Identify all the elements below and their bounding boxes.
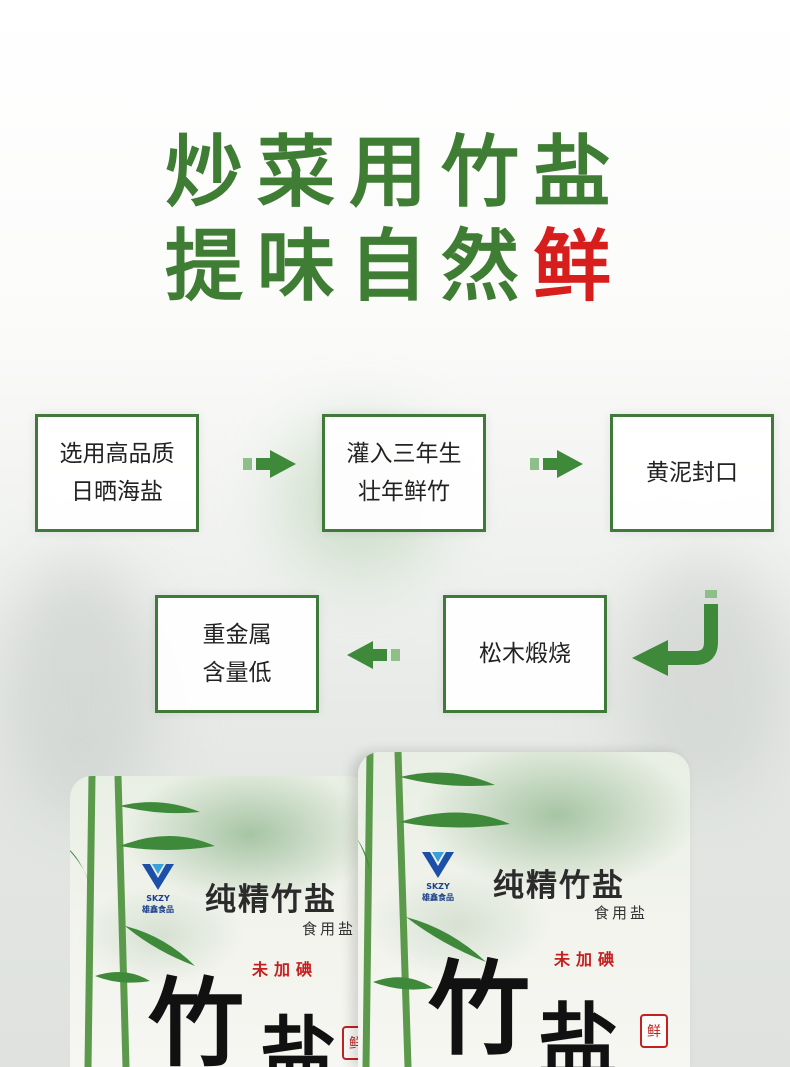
arrow-right-icon bbox=[530, 450, 583, 478]
product-subtitle: 食用盐 bbox=[302, 920, 357, 938]
step-box-1: 选用高品质日晒海盐 bbox=[35, 414, 199, 532]
seal-stamp: 鲜 bbox=[640, 1014, 668, 1048]
arrow-turn-down-left-icon bbox=[632, 590, 718, 676]
no-iodine-label: 未加碘 bbox=[554, 950, 621, 969]
product-package-image: SKZY 雄鑫食品 纯精竹盐 食用盐 未加碘 竹 盐 鲜 bbox=[70, 776, 370, 1067]
step-text: 选用高品质 bbox=[59, 441, 175, 467]
step-text: 灌入三年生 bbox=[346, 441, 462, 467]
arrow-left-icon bbox=[347, 641, 400, 669]
headline-accent: 鲜 bbox=[533, 221, 626, 312]
brand-logo-icon bbox=[422, 852, 454, 878]
step-box-2: 灌入三年生壮年鲜竹 bbox=[322, 414, 486, 532]
bamboo-illustration bbox=[70, 776, 215, 1067]
big-calligraphy: 竹 bbox=[148, 967, 244, 1067]
headline-line-2: 提味自然鲜 bbox=[0, 222, 790, 312]
brand-name: 雄鑫食品 bbox=[142, 905, 174, 914]
brand-letters: SKZY bbox=[146, 894, 170, 903]
step-text: 日晒海盐 bbox=[71, 479, 163, 505]
step-text: 松木煅烧 bbox=[479, 641, 571, 667]
no-iodine-label: 未加碘 bbox=[252, 960, 319, 979]
big-calligraphy: 竹 bbox=[428, 950, 530, 1067]
product-subtitle: 食用盐 bbox=[594, 904, 649, 922]
brand-logo-icon bbox=[142, 864, 174, 890]
step-box-4: 松木煅烧 bbox=[443, 595, 607, 713]
headline-main: 提味自然 bbox=[164, 221, 533, 312]
headline-line-1: 炒菜用竹盐 bbox=[164, 127, 625, 218]
brand-letters: SKZY bbox=[426, 882, 450, 891]
step-text: 壮年鲜竹 bbox=[358, 479, 450, 505]
step-text: 含量低 bbox=[202, 660, 272, 686]
product-name: 纯精竹盐 bbox=[493, 868, 625, 904]
bamboo-illustration bbox=[358, 752, 510, 1067]
brand-name: 雄鑫食品 bbox=[422, 893, 454, 902]
arrow-right-icon bbox=[243, 450, 296, 478]
step-box-3: 黄泥封口 bbox=[610, 414, 774, 532]
product-name: 纯精竹盐 bbox=[205, 882, 337, 918]
big-calligraphy: 盐 bbox=[538, 994, 618, 1067]
product-package-image: SKZY 雄鑫食品 纯精竹盐 食用盐 未加碘 竹 盐 鲜 bbox=[358, 752, 690, 1067]
big-calligraphy: 盐 bbox=[260, 1008, 336, 1067]
step-text: 黄泥封口 bbox=[646, 460, 738, 486]
step-box-5: 重金属含量低 bbox=[155, 595, 319, 713]
step-text: 重金属 bbox=[202, 622, 272, 648]
